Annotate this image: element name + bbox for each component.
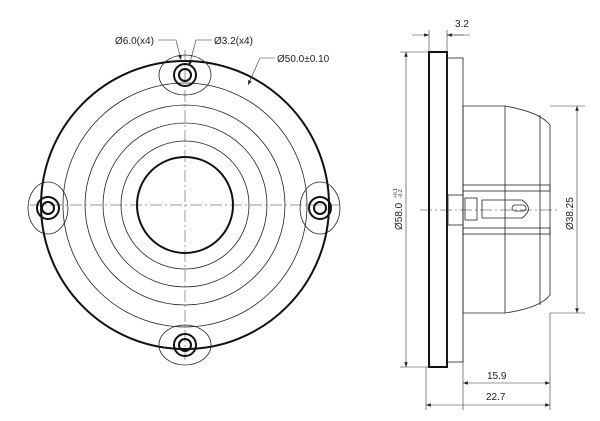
svg-text:+0.1: +0.1 (393, 188, 399, 198)
svg-text:-0.2: -0.2 (398, 189, 404, 198)
body-diameter-label: Ø38.25 (565, 197, 576, 230)
hole-large-label: Ø6.0(x4) (115, 36, 154, 47)
bolt-circle-label: Ø50.0±0.10 (277, 54, 330, 65)
body-depth-label: 15.9 (487, 371, 507, 382)
mounting-hole-top (158, 54, 212, 96)
svg-text:Ø58.0: Ø58.0 (394, 202, 405, 230)
flange (428, 51, 448, 368)
front-view: Ø6.0(x4) Ø3.2(x4) Ø50.0±0.10 (27, 36, 341, 366)
body (462, 105, 551, 314)
flange-thickness-label: 3.2 (455, 19, 469, 30)
mounting-hole-right (299, 181, 341, 235)
total-depth-label: 22.7 (486, 392, 506, 403)
outer-diameter-dim: Ø58.0 +0.1 -0.2 (393, 188, 405, 230)
side-view: 3.2 Ø58.0 +0.1 -0.2 Ø38.25 15.9 22.7 (393, 19, 585, 410)
mounting-hole-left (27, 181, 69, 235)
terminal (464, 197, 478, 221)
hole-small-label: Ø3.2(x4) (214, 36, 253, 47)
mounting-hole-bottom (158, 324, 212, 366)
